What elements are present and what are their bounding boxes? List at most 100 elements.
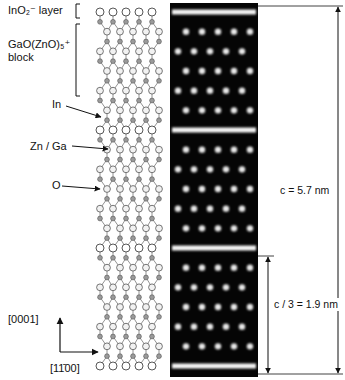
bright-dot [247,107,253,113]
o-atom [105,39,110,44]
bright-dot [239,87,245,93]
o-atom [105,314,110,319]
zn-ga-atom [97,87,104,94]
zn-ga-atom [130,146,137,153]
zn-ga-atom [149,205,156,212]
zn-ga-atom [117,28,124,35]
dimension-arrow [268,257,269,373]
o-atom [111,334,116,339]
axis-arrow [59,318,60,352]
o-atom [137,98,142,103]
bright-dot [231,304,237,310]
o-atom [124,98,129,103]
o-atom [150,98,155,103]
zn-ga-atom [130,264,137,271]
zn-ga-atom [143,186,150,193]
zn-ga-atom [136,48,143,55]
zn-ga-atom [156,264,163,271]
o-atom [98,98,103,103]
zn-ga-atom [123,87,130,94]
bright-dot [215,343,221,349]
o-atom [137,59,142,64]
o-atom [98,137,103,142]
o-atom [131,39,136,44]
dimension-label: c / 3 = 1.9 nm [273,298,339,311]
bright-dot [231,186,237,192]
o-atom [124,255,129,260]
zn-ga-atom [143,146,150,153]
bright-dot [231,28,237,34]
axis-arrow [60,351,98,352]
o-atom [124,59,129,64]
zn-ga-atom [117,107,124,114]
bright-layer [172,10,256,15]
bright-dot [175,284,181,290]
bright-dot [175,323,181,329]
bright-dot [223,205,229,211]
bright-dot [183,304,189,310]
o-atom [157,196,162,201]
in-atom [135,126,143,134]
zn-ga-atom [117,304,124,311]
in-atom [148,126,156,134]
zn-ga-atom [104,343,111,350]
o-atom [144,78,149,83]
bright-dot [239,205,245,211]
o-atom [124,295,129,300]
bright-dot [183,343,189,349]
bright-dot [231,343,237,349]
o-atom [98,255,103,260]
dimension-arrow [338,7,339,373]
bright-dot [223,323,229,329]
bright-dot [175,166,181,172]
o-atom [131,157,136,162]
zn-ga-atom [130,343,137,350]
bright-dot [247,28,253,34]
o-atom [157,354,162,359]
bright-dot [215,28,221,34]
o-atom [105,196,110,201]
o-atom [118,157,123,162]
leader-line [62,186,100,189]
bright-dot [215,107,221,113]
leader-line [72,146,108,149]
block-label: GaO(ZnO)₅⁺ block [8,38,74,64]
bright-dot [215,225,221,231]
zn-ga-atom [117,186,124,193]
o-atom [105,78,110,83]
zn-ga-atom [143,264,150,271]
bright-dot [199,225,205,231]
zn-ga-atom [117,343,124,350]
o-atom [137,255,142,260]
o-atom [111,137,116,142]
o-atom [105,354,110,359]
zn-ga-atom [117,68,124,75]
zn-ga-atom [97,323,104,330]
bright-dot [199,264,205,270]
o-atom [118,39,123,44]
o-atom [111,19,116,24]
zn-ga-atom [156,107,163,114]
o-atom [118,196,123,201]
in-atom [148,244,156,252]
zn-ga-atom [130,304,137,311]
bright-dot [239,166,245,172]
o-atom [144,236,149,241]
o-atom [111,216,116,221]
bright-dot [239,284,245,290]
zn-ga-atom [143,304,150,311]
bright-dot [183,68,189,74]
bright-dot [183,225,189,231]
zn-ga-atom [149,323,156,330]
zn-ga-atom [97,205,104,212]
zn-ga-atom [156,304,163,311]
o-atom [157,78,162,83]
zn-ga-atom [123,323,130,330]
bright-dot [247,68,253,74]
zn-ga-atom [156,68,163,75]
zn-ga-atom [117,264,124,271]
bright-dot [199,107,205,113]
dimension-tick [258,256,274,257]
zn-ga-atom [104,304,111,311]
bright-dot [223,284,229,290]
